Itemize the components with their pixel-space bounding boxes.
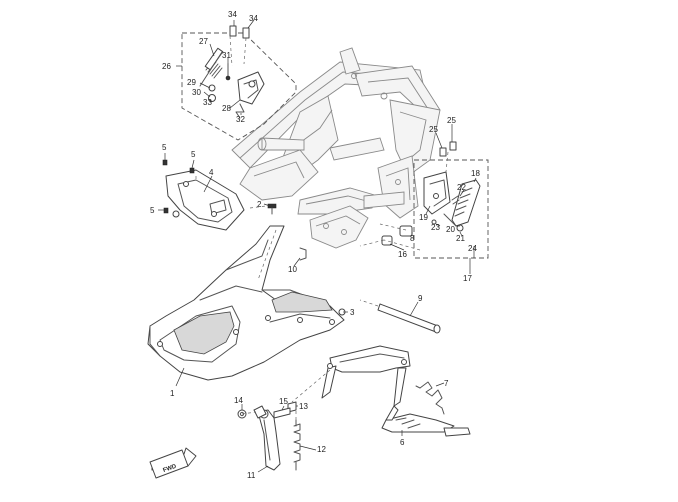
bushing-8: [399, 225, 413, 237]
vehicle-frame: [231, 47, 441, 249]
callout-9: 9: [418, 294, 423, 303]
callout-7: 7: [444, 379, 449, 388]
pin-20-21: [443, 213, 464, 232]
assembly-lines: [195, 35, 449, 420]
callout-33: 33: [203, 98, 212, 107]
spring-32: [235, 103, 245, 119]
callout-labels: 1 2 3 4 5 5 5 6 7 8 9 10 11 12 13 14 15 …: [150, 10, 480, 480]
callout-26: 26: [162, 62, 171, 71]
callout-14: 14: [234, 396, 243, 405]
main-stand-6: [321, 345, 471, 437]
callout-2: 2: [257, 200, 262, 209]
bracket-28: [237, 71, 265, 105]
bracket-19: [423, 171, 451, 215]
callout-8: 8: [410, 234, 415, 243]
callout-16: 16: [398, 250, 407, 259]
callout-28: 28: [222, 104, 231, 113]
callout-15: 15: [279, 397, 288, 406]
callout-5a: 5: [162, 143, 167, 152]
callout-10: 10: [288, 265, 297, 274]
callout-31: 31: [222, 51, 231, 60]
callout-30: 30: [192, 88, 201, 97]
callout-29: 29: [187, 78, 196, 87]
callout-20: 20: [446, 225, 455, 234]
spring-22: [451, 195, 460, 205]
callout-3: 3: [350, 308, 355, 317]
callout-22: 22: [457, 183, 466, 192]
callout-25b: 25: [447, 116, 456, 125]
pin-31: [225, 63, 231, 81]
callout-21: 21: [456, 234, 465, 243]
fwd-arrow-icon: FWD: [149, 447, 197, 479]
callout-23: 23: [431, 223, 440, 232]
footrest-assembly-26: [181, 25, 297, 141]
callout-25a: 25: [429, 125, 438, 134]
bolt-25: [439, 141, 457, 157]
washer-29-30: [208, 84, 216, 102]
footrest-assembly-17: [413, 159, 489, 259]
bolt-2: [267, 203, 277, 215]
footrest-18: [451, 179, 481, 227]
shaft-9: [359, 299, 441, 334]
bushing-16: [381, 235, 393, 246]
callout-6: 6: [400, 438, 405, 447]
callout-17: 17: [463, 274, 472, 283]
bolt-15: [273, 407, 291, 419]
side-stand-11: [253, 405, 281, 471]
under-cover-1: [147, 225, 345, 381]
spring-12: [293, 419, 301, 471]
screw-5: [162, 159, 195, 214]
cover-4: [165, 169, 245, 231]
fwd-label: FWD: [162, 463, 178, 474]
callout-34b: 34: [249, 14, 258, 23]
callout-4: 4: [209, 168, 214, 177]
callout-12: 12: [317, 445, 326, 454]
callout-1: 1: [170, 389, 175, 398]
callout-27: 27: [199, 37, 208, 46]
callout-32: 32: [236, 115, 245, 124]
callout-11: 11: [247, 471, 256, 480]
callout-18: 18: [471, 169, 480, 178]
leader-lines: [158, 19, 477, 473]
washer-23: [431, 219, 437, 225]
callout-24: 24: [468, 244, 477, 253]
spring-7: [415, 381, 445, 415]
callout-5b: 5: [191, 150, 196, 159]
clip-10: [299, 247, 307, 261]
spring-27: [199, 47, 224, 87]
bolt-34: [229, 25, 250, 39]
callout-5c: 5: [150, 206, 155, 215]
callout-13: 13: [299, 402, 308, 411]
callout-34a: 34: [228, 10, 237, 19]
callout-19: 19: [419, 213, 428, 222]
